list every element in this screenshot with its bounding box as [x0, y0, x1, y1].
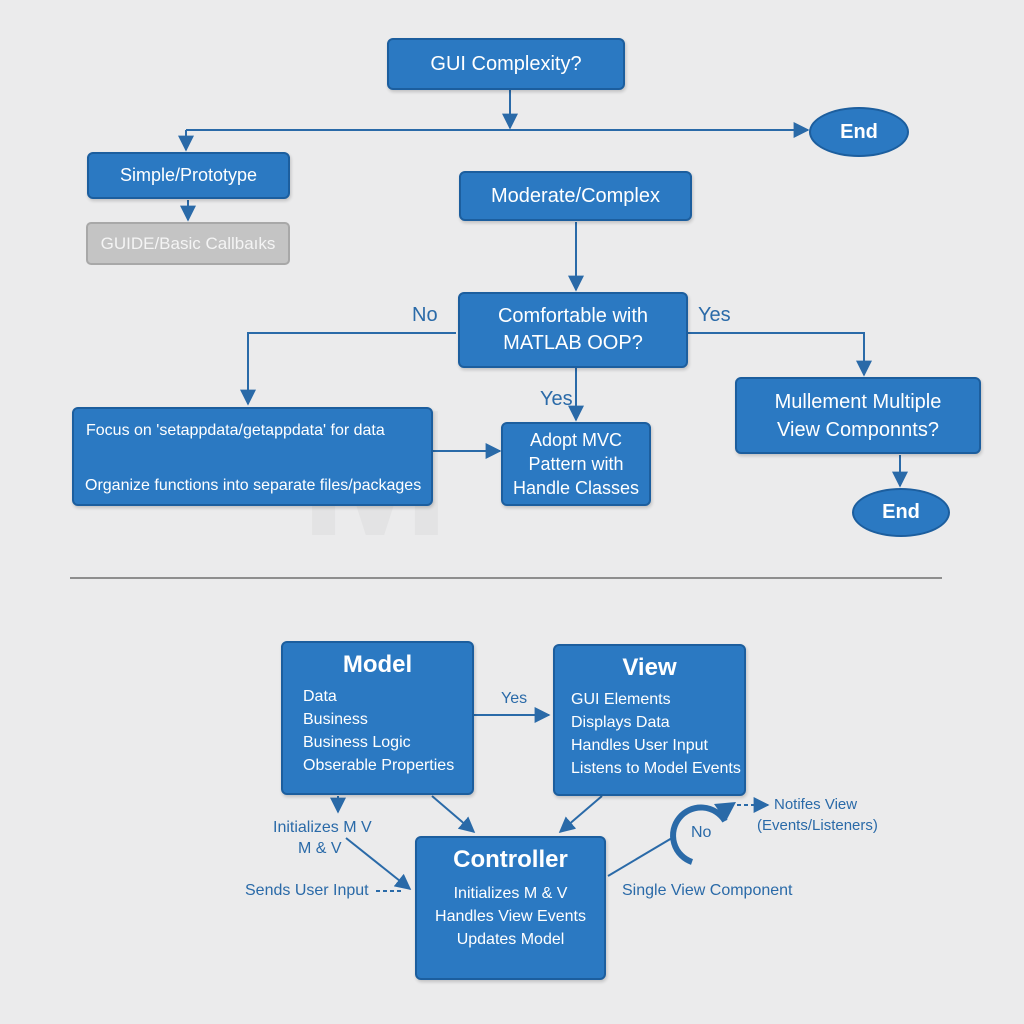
multiple-views-line2: View Componnts?	[777, 418, 939, 441]
focus-line1: Focus on 'setappdata/getappdata' for dat…	[86, 422, 385, 439]
single-view-label: Single View Component	[622, 882, 793, 899]
model-items: Data Business Business Logic Obserable P…	[283, 685, 472, 777]
model-title: Model	[342, 651, 413, 678]
gui-complexity-box: GUI Complexity?	[387, 38, 625, 90]
guide-callbacks-label: GUIDE/Basic Callbaıks	[100, 233, 276, 253]
yes-down-label: Yes	[540, 388, 573, 410]
oop-question-line2: MATLAB OOP?	[503, 332, 643, 354]
adopt-mvc-line1: Adopt MVC	[529, 430, 623, 450]
controller-title: Controller	[453, 846, 568, 873]
model-item: Data	[303, 688, 337, 705]
sends-user-input-label: Sends User Input	[245, 882, 369, 899]
controller-box: Controller Initializes M & V Handles Vie…	[415, 836, 606, 980]
oop-question-line1: Comfortable with	[497, 305, 649, 327]
model-item: Business	[303, 711, 368, 728]
notifies-view-label-line2: (Events/Listeners)	[757, 817, 878, 834]
controller-items: Initializes M & V Handles View Events Up…	[417, 882, 604, 951]
initializes-label-line2: M & V	[298, 840, 342, 857]
notifies-view-label-line1: Notifes View	[774, 796, 858, 813]
view-item: Displays Data	[571, 714, 670, 731]
multiple-views-line1: Mullement Multiple	[774, 390, 942, 413]
view-items: GUI Elements Displays Data Handles User …	[555, 688, 744, 780]
view-box: View GUI Elements Displays Data Handles …	[553, 644, 746, 796]
moderate-complex-label: Moderate/Complex	[491, 184, 660, 207]
simple-prototype-box: Simple/Prototype	[87, 152, 290, 199]
adopt-mvc-line2: Pattern with	[528, 454, 624, 474]
oop-question-box: Comfortable with MATLAB OOP?	[458, 292, 688, 368]
model-item: Obserable Properties	[303, 757, 455, 774]
adopt-mvc-box: Adopt MVC Pattern with Handle Classes	[501, 422, 651, 506]
view-item: GUI Elements	[571, 691, 671, 708]
focus-setappdata-box: Focus on 'setappdata/getappdata' for dat…	[72, 407, 433, 506]
model-box: Model Data Business Business Logic Obser…	[281, 641, 474, 795]
end-right-label: End	[882, 501, 920, 523]
view-title: View	[622, 654, 677, 681]
view-item: Listens to Model Events	[571, 760, 741, 777]
mvc-no-label: No	[691, 824, 712, 841]
gui-complexity-label: GUI Complexity?	[430, 52, 582, 75]
view-item: Handles User Input	[571, 737, 708, 754]
focus-line2: Organize functions into separate files/p…	[85, 477, 422, 494]
end-top-label: End	[840, 120, 878, 143]
mvc-yes-label: Yes	[501, 690, 528, 707]
controller-item: Initializes M & V	[453, 885, 568, 902]
no-label: No	[412, 304, 438, 326]
end-ellipse-top: End	[809, 107, 909, 157]
simple-prototype-label: Simple/Prototype	[119, 165, 258, 185]
multiple-views-box: Mullement Multiple View Componnts?	[735, 377, 981, 454]
guide-callbacks-box: GUIDE/Basic Callbaıks	[86, 222, 290, 265]
end-ellipse-right: End	[852, 488, 950, 537]
moderate-complex-box: Moderate/Complex	[459, 171, 692, 221]
controller-item: Updates Model	[456, 931, 565, 948]
yes-right-label: Yes	[698, 304, 731, 326]
adopt-mvc-line3: Handle Classes	[512, 478, 640, 498]
model-item: Business Logic	[303, 734, 411, 751]
controller-item: Handles View Events	[435, 908, 586, 925]
initializes-label-line1: Initializes M V	[273, 819, 372, 836]
